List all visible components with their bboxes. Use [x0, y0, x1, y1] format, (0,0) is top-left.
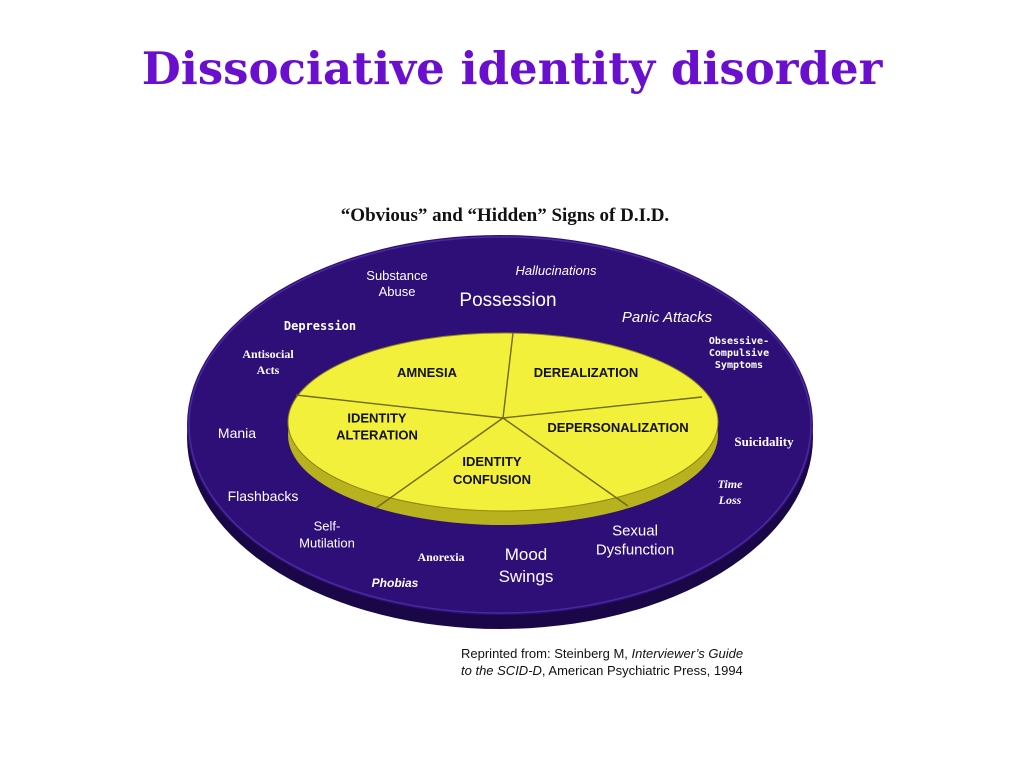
antisocial-acts-label-line: Antisocial	[242, 347, 294, 361]
self-mutilation-label-line: Self-	[314, 519, 341, 534]
derealization-label-line: DEREALIZATION	[534, 365, 638, 380]
mood-swings-label-line: Mood	[505, 545, 548, 564]
sexual-dysfunction-label-line: Dysfunction	[596, 542, 674, 559]
amnesia-label: AMNESIA	[397, 365, 458, 380]
credit-title-part2: to the SCID-D	[461, 663, 542, 678]
depression-label-line: Depression	[284, 319, 356, 333]
core-sign-labels: AMNESIA DEREALIZATION DEPERSONALIZATION IDE…	[336, 365, 689, 487]
suicidality-label: Suicidality	[734, 434, 794, 449]
credit-prefix: Reprinted from: Steinberg M,	[461, 646, 632, 661]
flashbacks-label: Flashbacks	[228, 488, 299, 504]
identity-alteration-label: IDENTITY ALTERATION	[336, 411, 418, 443]
derealization-label: DEREALIZATION	[534, 365, 638, 380]
anorexia-label-line: Anorexia	[417, 550, 464, 564]
diagram-title: “Obvious” and “Hidden” Signs of D.I.D.	[340, 205, 670, 226]
credit-note: Reprinted from: Steinberg M, Interviewer…	[461, 645, 743, 679]
depression-label: Depression	[284, 319, 356, 333]
anorexia-label: Anorexia	[417, 550, 464, 564]
inner-disc	[287, 332, 719, 512]
flashbacks-label-line: Flashbacks	[228, 488, 299, 504]
divider-bottom-left	[375, 417, 504, 509]
possession-label: Possession	[459, 290, 556, 311]
slide-title: Dissociative identity disorder	[141, 42, 883, 95]
divider-left	[295, 394, 504, 419]
self-mutilation-label: Self- Mutilation	[299, 519, 355, 551]
panic-attacks-label: Panic Attacks	[622, 309, 713, 326]
credit-line-2: to the SCID-D, American Psychiatric Pres…	[461, 662, 743, 679]
divider-bottom-right	[502, 417, 629, 507]
hallucinations-label-line: Hallucinations	[516, 263, 597, 278]
credit-suffix: , American Psychiatric Press, 1994	[541, 663, 743, 678]
divider-top	[502, 332, 514, 419]
possession-label-line: Possession	[459, 290, 556, 311]
obsessive-compulsive-label-line: Symptoms	[715, 360, 763, 371]
substance-abuse-label-line: Abuse	[379, 284, 416, 299]
self-mutilation-label-line: Mutilation	[299, 536, 355, 551]
credit-title-part1: Interviewer’s Guide	[631, 646, 744, 661]
substance-abuse-label-line: Substance	[366, 268, 427, 283]
obsessive-compulsive-label-line: Compulsive	[709, 347, 769, 359]
mania-label-line: Mania	[218, 425, 256, 441]
antisocial-acts-label-line: Acts	[257, 363, 280, 377]
inner-dividers	[295, 332, 703, 509]
identity-confusion-label: IDENTITY CONFUSION	[453, 454, 531, 487]
time-loss-label-line: Time	[718, 477, 744, 491]
identity-alteration-label-line: ALTERATION	[336, 428, 418, 443]
hallucinations-label: Hallucinations	[516, 263, 597, 278]
depersonalization-label: DEPERSONALIZATION	[547, 420, 688, 435]
panic-attacks-label-line: Panic Attacks	[622, 309, 713, 326]
obsessive-compulsive-label-line: Obsessive-	[709, 335, 769, 347]
amnesia-label-line: AMNESIA	[397, 365, 458, 380]
identity-confusion-label-line: CONFUSION	[453, 472, 531, 487]
outer-ring-highlight	[188, 236, 812, 614]
suicidality-label-line: Suicidality	[734, 434, 794, 449]
mood-swings-label-line: Swings	[499, 567, 554, 586]
mania-label: Mania	[218, 425, 256, 441]
identity-alteration-label-line: IDENTITY	[347, 411, 407, 426]
divider-right	[502, 396, 703, 419]
phobias-label-line: Phobias	[372, 576, 419, 590]
credit-line-1: Reprinted from: Steinberg M, Interviewer…	[461, 645, 743, 662]
phobias-label: Phobias	[372, 576, 419, 590]
identity-confusion-label-line: IDENTITY	[462, 454, 522, 469]
sexual-dysfunction-label-line: Sexual	[612, 523, 658, 540]
depersonalization-label-line: DEPERSONALIZATION	[547, 420, 688, 435]
time-loss-label-line: Loss	[718, 493, 742, 507]
